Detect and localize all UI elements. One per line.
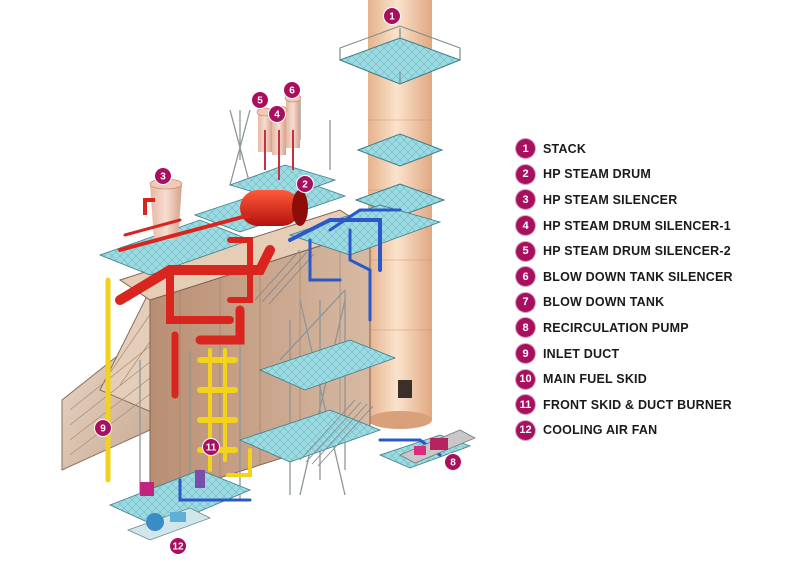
svg-text:4: 4	[274, 110, 280, 121]
legend-number: 10	[516, 369, 535, 389]
legend-label: RECIRCULATION PUMP	[543, 320, 689, 335]
legend-number: 12	[516, 420, 535, 440]
legend-item: 12 COOLING AIR FAN	[516, 418, 733, 444]
legend-item: 3 HP STEAM SILENCER	[516, 187, 733, 213]
svg-text:5: 5	[257, 96, 263, 107]
stack-platform-upper	[338, 25, 462, 85]
svg-text:2: 2	[302, 180, 308, 191]
hp-steam-silencer	[143, 178, 183, 240]
legend-item: 2 HP STEAM DRUM	[516, 162, 733, 188]
hp-steam-drum-silencers	[256, 93, 302, 180]
legend-item: 4 HP STEAM DRUM SILENCER-1	[516, 213, 733, 239]
svg-text:12: 12	[172, 542, 184, 553]
svg-text:6: 6	[289, 86, 295, 97]
legend-number: 11	[516, 395, 535, 415]
marker-3: 3	[154, 167, 172, 185]
marker-2: 2	[296, 175, 314, 193]
legend-number: 4	[516, 216, 535, 236]
legend-label: BLOW DOWN TANK	[543, 295, 665, 310]
svg-text:8: 8	[450, 458, 456, 469]
legend-number: 6	[516, 267, 535, 287]
legend-label: MAIN FUEL SKID	[543, 372, 647, 387]
legend-item: 7 BLOW DOWN TANK	[516, 290, 733, 316]
legend-item: 10 MAIN FUEL SKID	[516, 366, 733, 392]
legend-label: COOLING AIR FAN	[543, 423, 658, 438]
stairs	[254, 249, 374, 467]
main-fuel-skid	[140, 470, 205, 496]
cooling-air-fan	[126, 507, 212, 541]
svg-text:9: 9	[100, 424, 106, 435]
recirculation-pump	[399, 429, 476, 464]
legend-number: 5	[516, 241, 535, 261]
legend-number: 7	[516, 292, 535, 312]
legend-item: 6 BLOW DOWN TANK SILENCER	[516, 264, 733, 290]
stack-platform-lower	[354, 133, 446, 217]
legend-number: 3	[516, 190, 535, 210]
legend-label: BLOW DOWN TANK SILENCER	[543, 269, 733, 284]
legend-number: 9	[516, 344, 535, 364]
legend-label: STACK	[543, 141, 587, 156]
legend-label: FRONT SKID & DUCT BURNER	[543, 397, 732, 412]
legend-label: HP STEAM SILENCER	[543, 192, 678, 207]
legend: 1 STACK 2 HP STEAM DRUM 3 HP STEAM SILENCER…	[516, 136, 733, 443]
hp-steam-drum	[240, 190, 308, 226]
marker-8: 8	[444, 453, 462, 471]
legend-label: INLET DUCT	[543, 346, 620, 361]
legend-item: 8 RECIRCULATION PUMP	[516, 315, 733, 341]
marker-1: 1	[383, 7, 401, 25]
marker-5: 5	[251, 91, 269, 109]
marker-11: 11	[202, 438, 220, 456]
legend-item: 9 INLET DUCT	[516, 341, 733, 367]
legend-item: 5 HP STEAM DRUM SILENCER-2	[516, 238, 733, 264]
marker-9: 9	[94, 419, 112, 437]
legend-item: 1 STACK	[516, 136, 733, 162]
svg-text:1: 1	[389, 12, 395, 23]
marker-12: 12	[169, 537, 187, 555]
marker-6: 6	[283, 81, 301, 99]
legend-number: 8	[516, 318, 535, 338]
legend-number: 1	[516, 139, 535, 159]
svg-text:3: 3	[160, 172, 166, 183]
svg-text:11: 11	[206, 443, 217, 454]
legend-label: HP STEAM DRUM SILENCER-1	[543, 218, 731, 233]
legend-item: 11 FRONT SKID & DUCT BURNER	[516, 392, 733, 418]
red-piping	[115, 213, 275, 399]
legend-label: HP STEAM DRUM SILENCER-2	[543, 244, 731, 259]
legend-number: 2	[516, 164, 535, 184]
legend-label: HP STEAM DRUM	[543, 167, 651, 182]
marker-4: 4	[268, 105, 286, 123]
